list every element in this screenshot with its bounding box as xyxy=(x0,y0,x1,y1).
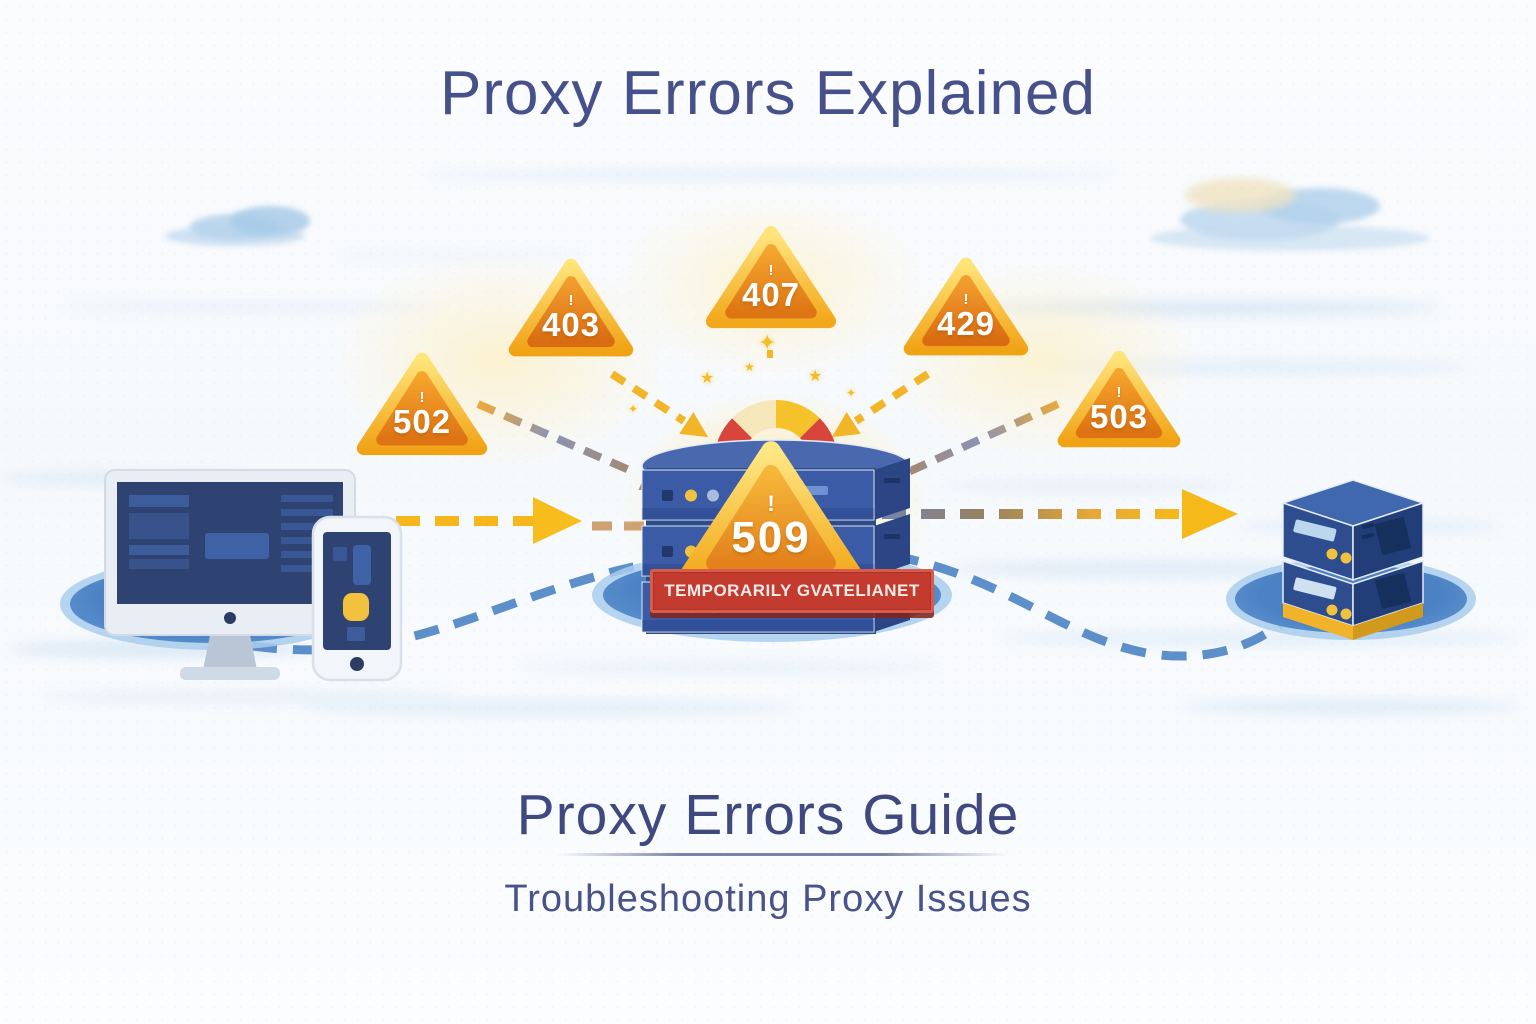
error-badge-429: !429 xyxy=(899,253,1033,360)
exclamation-mark: ! xyxy=(963,291,969,309)
warning-triangle-icon xyxy=(705,225,837,329)
error-code: 509 xyxy=(731,513,811,563)
smartphone-icon xyxy=(311,515,403,682)
error-code: 502 xyxy=(392,403,452,441)
warning-triangle-icon xyxy=(508,258,634,357)
sparkle-icon: ✦ xyxy=(758,330,777,355)
error-badge-503: !503 xyxy=(1053,346,1185,452)
sparkle-icon: ★ xyxy=(700,370,715,387)
arrow-403-icon xyxy=(609,370,687,425)
exclamation-mark: ! xyxy=(568,292,574,310)
exclamation-mark: ! xyxy=(768,262,774,280)
exclamation-mark: ! xyxy=(419,389,425,407)
client-devices-illustration xyxy=(104,469,403,682)
divider xyxy=(556,853,1008,856)
sparkle-icon: ★ xyxy=(744,360,755,374)
cloud-icon xyxy=(1185,178,1295,212)
arrowhead-icon xyxy=(831,412,861,438)
error-badge-502: !502 xyxy=(352,348,492,460)
error-badge-407: !407 xyxy=(701,221,841,333)
arrowhead-icon xyxy=(679,412,709,438)
warning-triangle-icon xyxy=(356,352,488,456)
warning-triangle-icon xyxy=(903,257,1029,356)
sparkle-icon: ★ xyxy=(808,368,823,385)
arrow-429-icon xyxy=(853,370,931,425)
arrowhead-icon xyxy=(1182,489,1238,539)
exclamation-mark: ! xyxy=(1116,383,1122,401)
error-code: 503 xyxy=(1089,397,1149,435)
error-code: 403 xyxy=(541,306,601,344)
status-banner-text: TEMPORARILY GVATELIANET xyxy=(664,581,920,600)
cloud-icon xyxy=(230,206,310,236)
sparkle-icon: ✦ xyxy=(846,386,857,400)
exclamation-mark: ! xyxy=(767,491,775,517)
page-title: Proxy Errors Explained xyxy=(439,59,1097,128)
error-badge-509: !509 xyxy=(674,434,868,590)
origin-server-illustration xyxy=(1280,479,1426,640)
warning-triangle-icon xyxy=(1057,350,1181,448)
footer-subheading: Troubleshooting Proxy Issues xyxy=(504,878,1032,920)
desktop-computer-icon xyxy=(104,469,356,680)
sparkle-icon: ✦ xyxy=(628,402,639,416)
error-badge-403: !403 xyxy=(504,254,638,361)
error-code: 429 xyxy=(936,305,996,343)
arrowhead-icon xyxy=(533,497,582,544)
error-code: 407 xyxy=(741,276,801,314)
server-boxes-icon xyxy=(1280,479,1426,640)
footer-heading: Proxy Errors Guide xyxy=(516,783,1020,847)
status-banner: TEMPORARILY GVATELIANET xyxy=(650,569,934,613)
